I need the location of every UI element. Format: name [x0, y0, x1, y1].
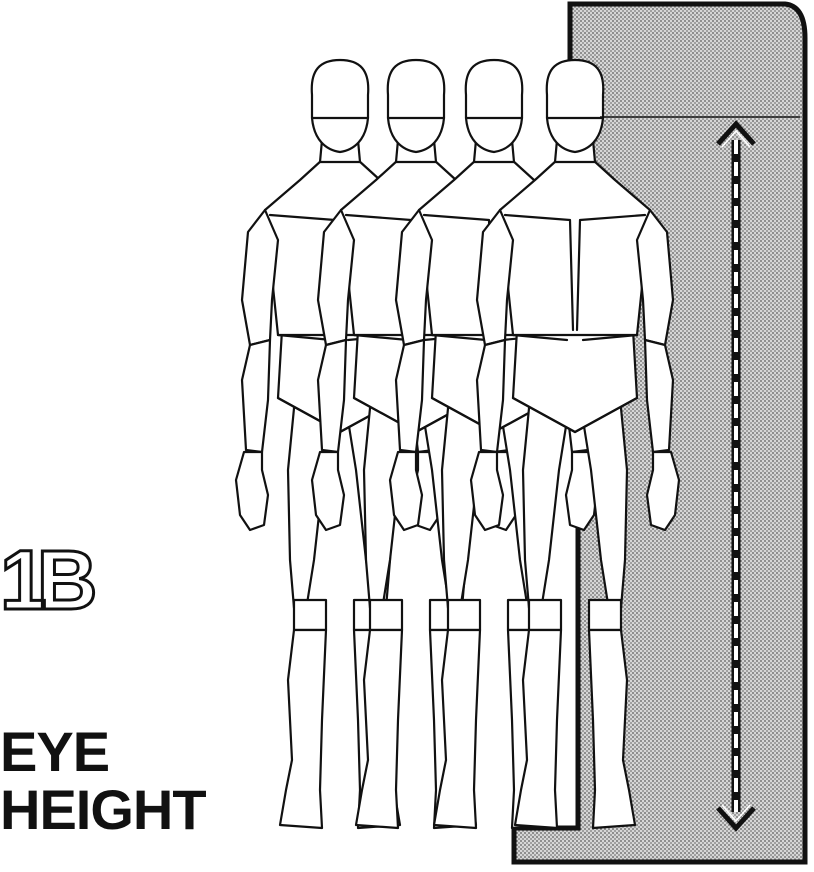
figure-number-label: 1B [0, 533, 99, 627]
caption-line-2: HEIGHT [0, 778, 207, 841]
caption-line-1: EYE [0, 720, 110, 783]
